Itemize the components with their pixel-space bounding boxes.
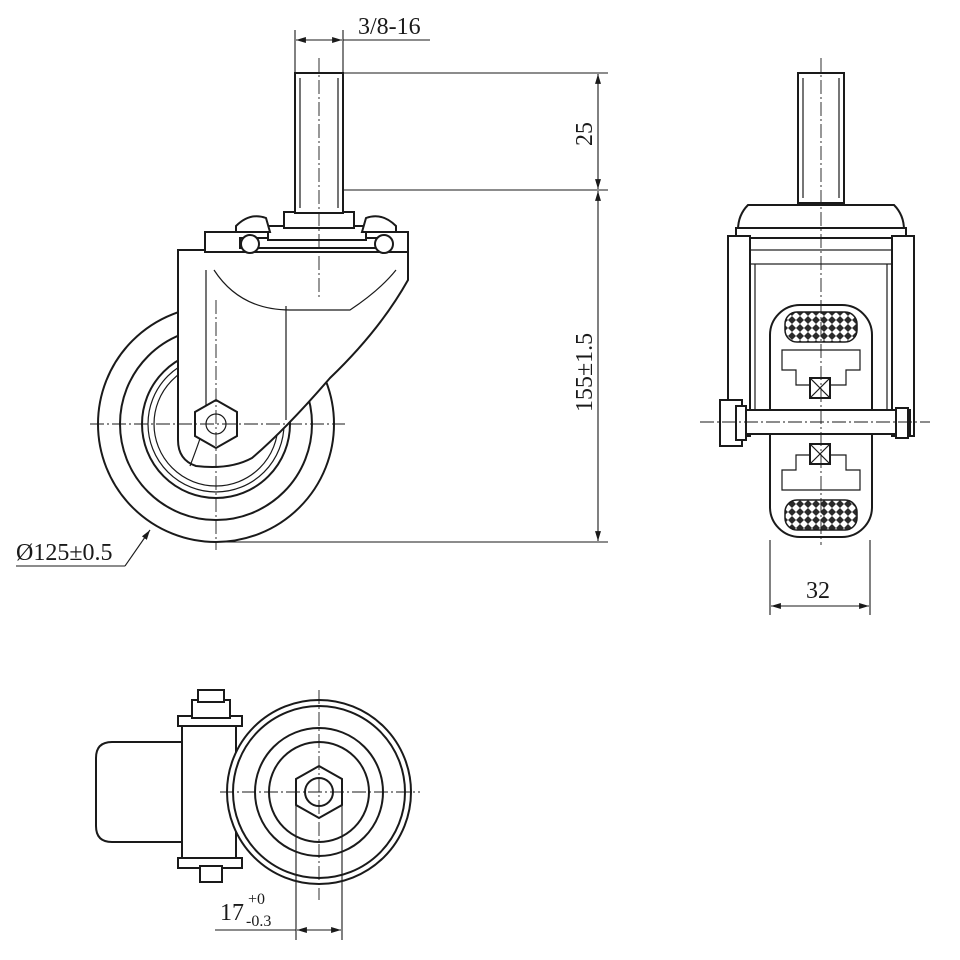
- bolt-offset-upper-tol: +0: [248, 891, 265, 908]
- height-dimension: 155±1.5: [572, 191, 601, 541]
- swivel-head: [204, 211, 409, 254]
- bolt-offset-lower-tol: -0.3: [246, 913, 271, 930]
- stem-length-label: 25: [572, 122, 598, 146]
- wheel-diameter-label: Ø125±0.5: [16, 540, 113, 566]
- thread-dimension: 3/8-16: [294, 14, 430, 72]
- side-fork: [727, 235, 915, 437]
- wheel-width-dimension: 32: [769, 540, 871, 615]
- side-view: 32: [700, 58, 930, 615]
- top-view: 17 +0 -0.3: [95, 689, 420, 940]
- bolt-offset-base: 17: [220, 900, 244, 926]
- front-view: 3/8-16 25 155±1.5 Ø125±0.5: [16, 14, 608, 567]
- wheel-width-label: 32: [806, 578, 830, 604]
- diameter-leader: Ø125±0.5: [16, 529, 151, 567]
- thread-label: 3/8-16: [358, 14, 421, 40]
- stem-length-dimension: 25: [572, 74, 601, 189]
- height-label: 155±1.5: [572, 333, 598, 412]
- top-stem-body: [95, 689, 243, 883]
- bolt-offset-dimension: 17 +0 -0.3: [215, 806, 343, 940]
